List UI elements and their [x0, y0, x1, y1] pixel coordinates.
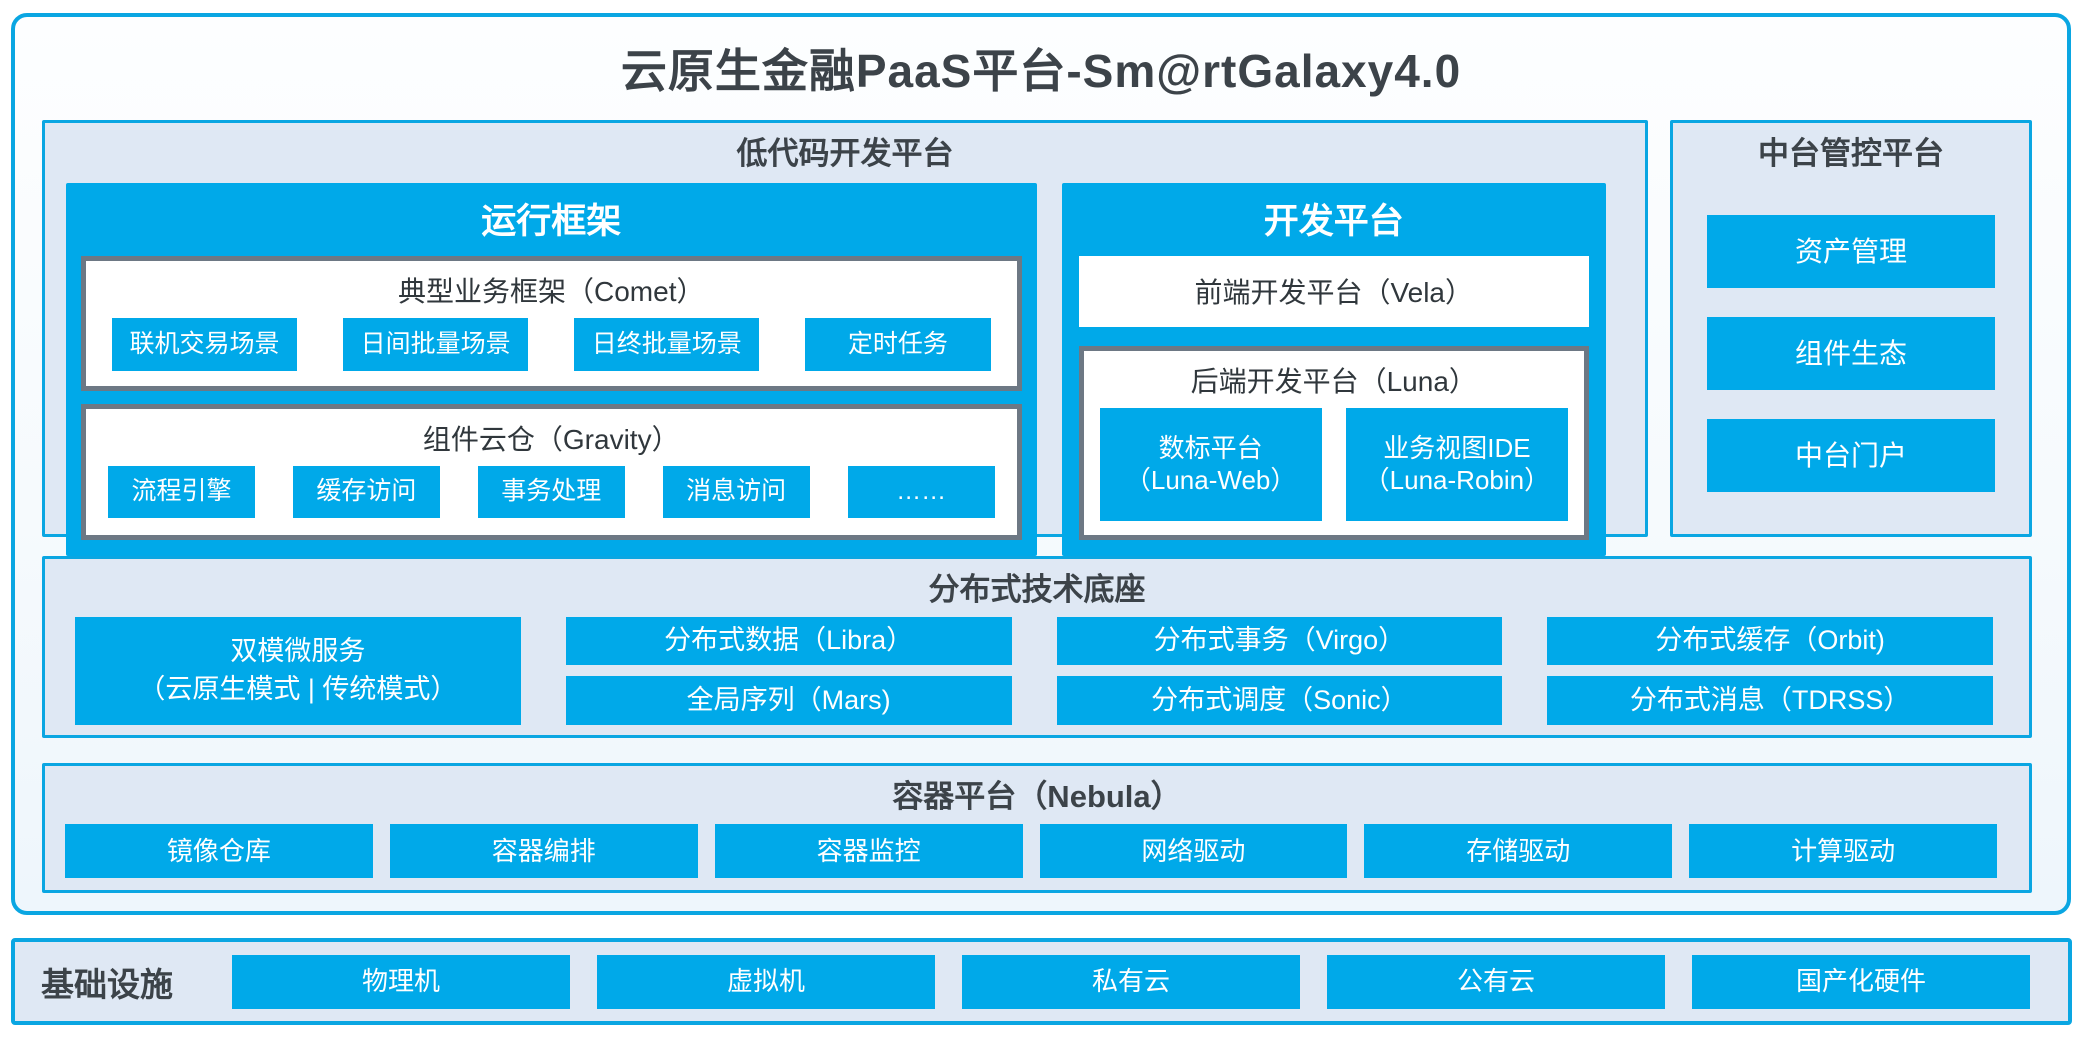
image-registry-item: 镜像仓库 [65, 823, 373, 878]
infrastructure-label: 基础设施 [41, 965, 173, 1003]
luna-robin-line1: 业务视图IDE [1383, 432, 1531, 463]
mid-platform-panel: 中台管控平台 资产管理 组件生态 中台门户 [1670, 120, 2032, 537]
luna-web-line1: 数标平台 [1158, 432, 1263, 463]
infrastructure-panel: 基础设施 物理机 虚拟机 私有云 公有云 国产化硬件 [11, 938, 2072, 1025]
runtime-framework-title: 运行框架 [481, 201, 622, 241]
runtime-framework-section: 运行框架 典型业务框架（Comet） 联机交易场景 日间批量场景 日终批量场景 … [66, 182, 1037, 556]
compute-driver-item: 计算驱动 [1689, 823, 1997, 878]
dual-mode-line1: 双模微服务 [230, 636, 366, 667]
luna-box: 后端开发平台（Luna） 数标平台 （Luna-Web） 业务视图IDE （Lu… [1078, 345, 1589, 540]
dual-mode-line2: （云原生模式 | 传统模式） [138, 673, 458, 704]
container-platform-body: 镜像仓库 容器编排 容器监控 网络驱动 存储驱动 计算驱动 [45, 823, 2029, 890]
comet-title: 典型业务框架（Comet） [398, 275, 705, 307]
luna-title: 后端开发平台（Luna） [1190, 365, 1477, 397]
top-row: 低代码开发平台 运行框架 典型业务框架（Comet） 联机交易场景 日间批量场景… [42, 120, 2032, 556]
gravity-item: 消息访问 [662, 465, 810, 518]
virtual-machine-item: 虚拟机 [597, 954, 935, 1009]
container-platform-header: 容器平台（Nebula） [892, 779, 1182, 814]
dev-platform-title: 开发平台 [1263, 201, 1404, 241]
gravity-item: 流程引擎 [108, 465, 255, 518]
gravity-item-ellipsis: …… [847, 465, 995, 518]
distributed-cache-item: 分布式缓存（Orbit) [1547, 616, 1993, 666]
mid-platform-item-ecosystem: 组件生态 [1707, 316, 1995, 390]
container-platform-panel: 容器平台（Nebula） 镜像仓库 容器编排 容器监控 网络驱动 存储驱动 计算… [42, 763, 2032, 893]
main-title: 云原生金融PaaS平台-Sm@rtGalaxy4.0 [620, 45, 1462, 97]
comet-item: 日终批量场景 [574, 317, 760, 371]
private-cloud-item: 私有云 [962, 954, 1300, 1009]
comet-items: 联机交易场景 日间批量场景 日终批量场景 定时任务 [86, 317, 1017, 386]
comet-item: 日间批量场景 [343, 317, 529, 371]
mid-platform-header: 中台管控平台 [1758, 136, 1944, 171]
low-code-platform-panel: 低代码开发平台 运行框架 典型业务框架（Comet） 联机交易场景 日间批量场景… [42, 120, 1648, 556]
distributed-message-item: 分布式消息（TDRSS） [1547, 676, 1993, 725]
low-code-platform-header: 低代码开发平台 [736, 136, 954, 171]
dev-platform-section: 开发平台 前端开发平台（Vela） 后端开发平台（Luna） 数标平台 （Lun… [1061, 182, 1606, 556]
mid-platform-body: 资产管理 组件生态 中台门户 [1673, 181, 2029, 492]
low-code-platform-body: 运行框架 典型业务框架（Comet） 联机交易场景 日间批量场景 日终批量场景 … [45, 181, 1645, 570]
distributed-base-header: 分布式技术底座 [928, 572, 1146, 607]
storage-driver-item: 存储驱动 [1364, 823, 1673, 878]
comet-box: 典型业务框架（Comet） 联机交易场景 日间批量场景 日终批量场景 定时任务 [81, 255, 1022, 391]
physical-machine-item: 物理机 [232, 954, 570, 1009]
luna-robin-line2: （Luna-Robin） [1363, 465, 1551, 496]
distributed-transaction-item: 分布式事务（Virgo） [1056, 616, 1503, 666]
public-cloud-item: 公有云 [1327, 954, 1665, 1009]
luna-web-item: 数标平台 （Luna-Web） [1099, 407, 1322, 521]
comet-item: 联机交易场景 [112, 317, 298, 371]
comet-item: 定时任务 [805, 317, 991, 371]
mid-platform-item-asset: 资产管理 [1707, 214, 1995, 288]
luna-items: 数标平台 （Luna-Web） 业务视图IDE （Luna-Robin） [1084, 407, 1584, 535]
luna-robin-item: 业务视图IDE （Luna-Robin） [1345, 407, 1569, 521]
distributed-base-body: 双模微服务 （云原生模式 | 传统模式） 分布式数据（Libra） 分布式事务（… [45, 616, 2029, 735]
container-orchestration-item: 容器编排 [389, 823, 698, 878]
vela-box: 前端开发平台（Vela） [1078, 255, 1589, 327]
gravity-items: 流程引擎 缓存访问 事务处理 消息访问 …… [86, 465, 1017, 535]
architecture-diagram: 云原生金融PaaS平台-Sm@rtGalaxy4.0 低代码开发平台 运行框架 … [11, 13, 2071, 915]
network-driver-item: 网络驱动 [1039, 823, 1348, 878]
gravity-item: 事务处理 [477, 465, 625, 518]
distributed-base-panel: 分布式技术底座 双模微服务 （云原生模式 | 传统模式） 分布式数据（Libra… [42, 556, 2032, 738]
domestic-hardware-item: 国产化硬件 [1692, 954, 2030, 1009]
gravity-title: 组件云仓（Gravity） [422, 423, 680, 455]
distributed-scheduling-item: 分布式调度（Sonic） [1056, 676, 1503, 725]
mid-platform-item-portal: 中台门户 [1707, 418, 1995, 492]
gravity-box: 组件云仓（Gravity） 流程引擎 缓存访问 事务处理 消息访问 …… [81, 403, 1022, 540]
distributed-data-item: 分布式数据（Libra） [565, 616, 1012, 666]
dual-mode-microservice-item: 双模微服务 （云原生模式 | 传统模式） [75, 616, 521, 725]
gravity-item: 缓存访问 [292, 465, 440, 518]
global-sequence-item: 全局序列（Mars) [565, 676, 1012, 725]
luna-web-line2: （Luna-Web） [1124, 465, 1297, 496]
container-monitoring-item: 容器监控 [714, 823, 1023, 878]
